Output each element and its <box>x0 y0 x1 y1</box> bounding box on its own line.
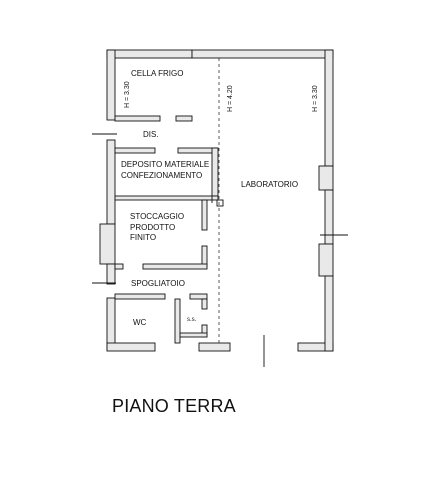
wall-left-jog <box>99 223 116 265</box>
label-deposito-2: CONFEZIONAMENTO <box>121 171 202 180</box>
wall-top-left <box>106 49 193 59</box>
label-stoccaggio-3: FINITO <box>130 233 156 242</box>
label-ss: s.s. <box>187 317 197 323</box>
wall-right-pier-2 <box>318 243 334 277</box>
interior-walls <box>114 115 219 344</box>
label-wc: WC <box>133 318 147 327</box>
wall-right-pier-1 <box>318 165 334 191</box>
label-deposito-1: DEPOSITO MATERIALE <box>121 160 209 169</box>
wall-top-right <box>191 49 334 59</box>
spogliatoio-wall-bottom-1 <box>114 293 166 300</box>
dis-wall-left <box>114 147 156 154</box>
cella-frigo-wall-right <box>175 115 193 122</box>
deposito-wall-bottom <box>114 195 219 201</box>
spogliatoio-wall-bottom-2 <box>189 293 208 300</box>
wall-right-2 <box>324 189 334 245</box>
ss-partition <box>201 298 208 310</box>
label-stoccaggio-1: STOCCAGGIO <box>130 212 184 221</box>
label-stoccaggio-2: PRODOTTO <box>130 223 175 232</box>
label-spogliatoio: SPOGLIATOIO <box>131 279 185 288</box>
wall-right-3 <box>324 275 334 352</box>
stoccaggio-wall-bottom-2 <box>142 263 208 270</box>
wall-bottom-1 <box>106 342 156 352</box>
stoccaggio-wall-bottom-1 <box>114 263 124 270</box>
plan-title: PIANO TERRA <box>112 396 236 416</box>
height-middle: H = 4.20 <box>227 85 234 112</box>
wall-left-4 <box>106 297 116 351</box>
deposito-wall-right <box>211 147 219 197</box>
room-labels: CELLA FRIGO DIS. DEPOSITO MATERIALE CONF… <box>121 69 298 327</box>
stoccaggio-wall-right-1 <box>201 199 208 231</box>
label-laboratorio: LABORATORIO <box>241 180 298 189</box>
height-laboratorio: H = 3.30 <box>312 85 319 112</box>
height-labels: H = 3.30 H = 4.20 H = 3.30 <box>124 81 319 112</box>
outer-walls <box>99 49 334 352</box>
wall-left-3 <box>106 263 116 285</box>
wall-right-1 <box>324 49 334 167</box>
wall-left-1 <box>106 49 116 121</box>
wc-partition <box>174 298 181 344</box>
height-cella-frigo: H = 3.30 <box>124 81 131 108</box>
wall-left-2 <box>106 139 116 225</box>
ss-wall-bottom <box>179 332 208 338</box>
label-cella-frigo: CELLA FRIGO <box>131 69 183 78</box>
wall-bottom-2 <box>198 342 231 352</box>
cella-frigo-wall-left <box>114 115 161 122</box>
label-dis: DIS. <box>143 130 159 139</box>
section-lines <box>92 133 348 367</box>
column-marker <box>216 199 224 207</box>
